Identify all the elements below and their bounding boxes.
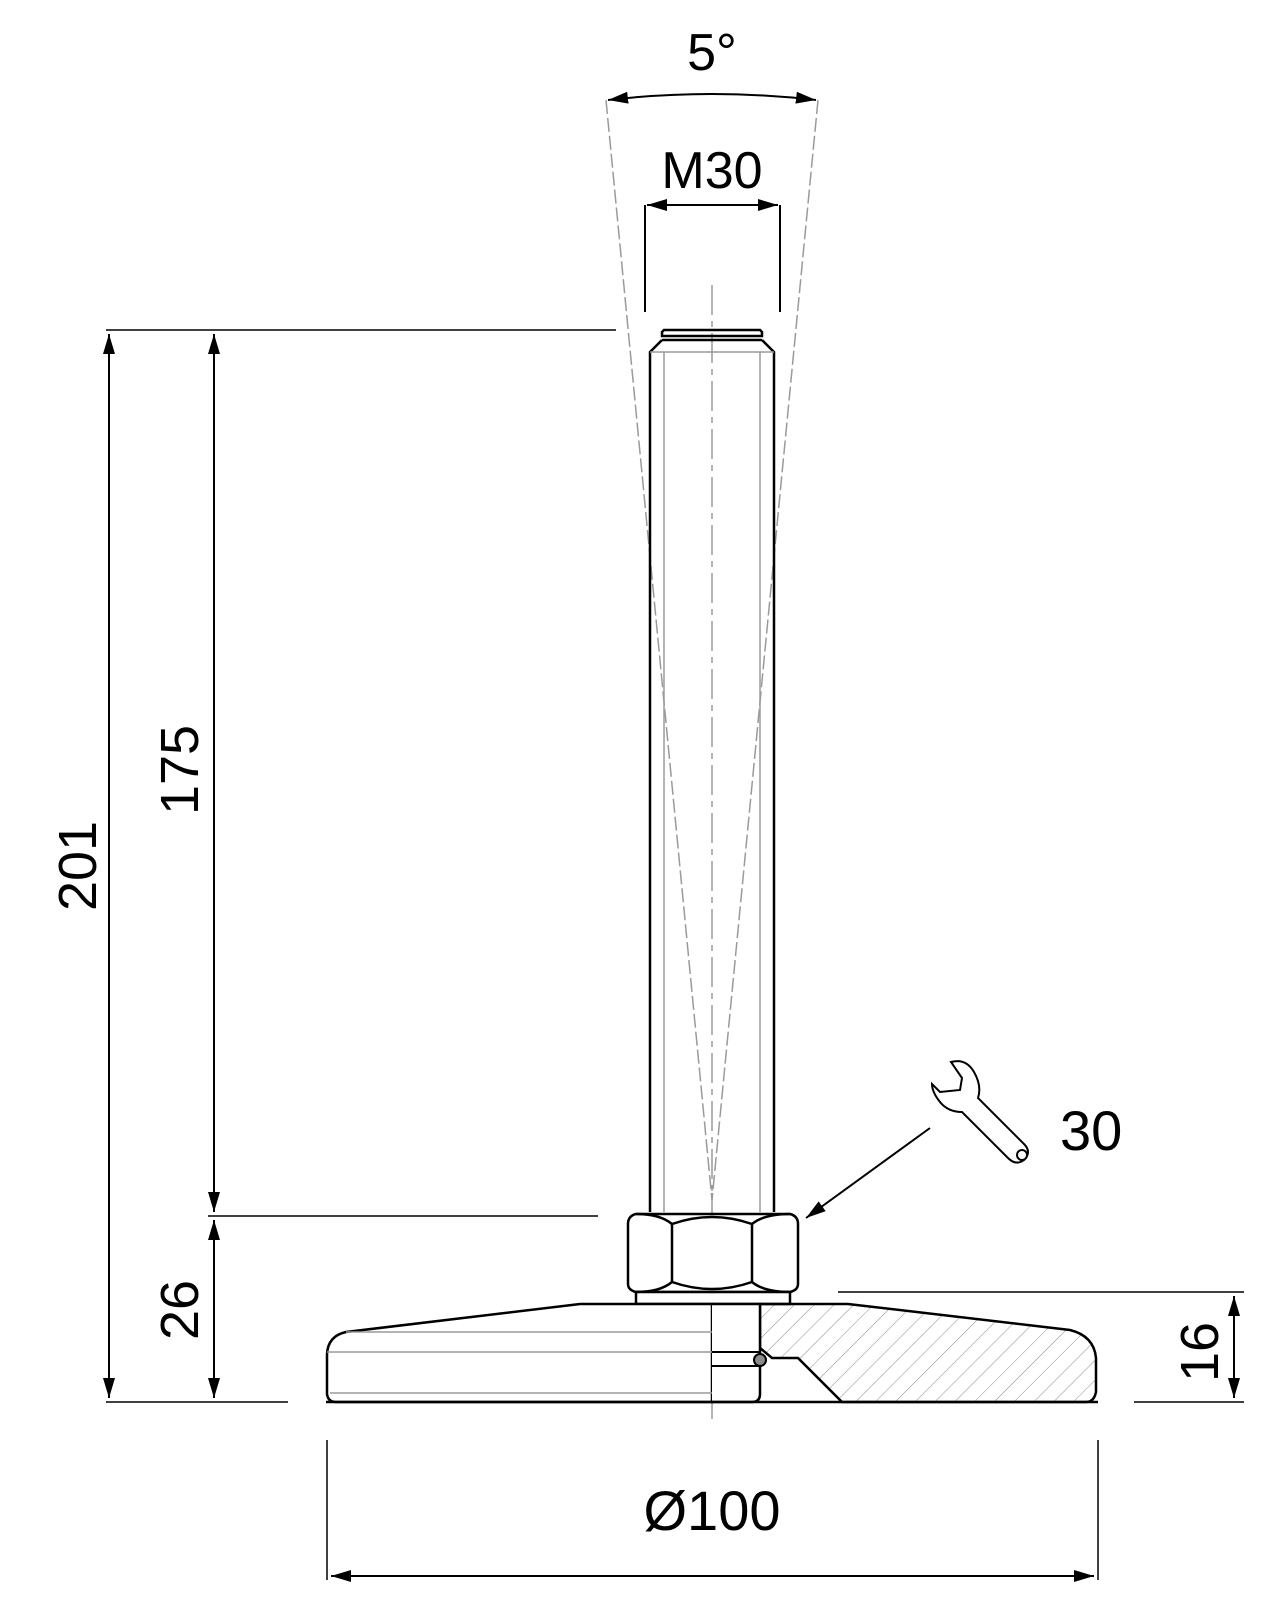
diameter-label: Ø100 <box>644 1479 781 1542</box>
pad-thickness-label: 16 <box>1170 1322 1230 1382</box>
angle-dimension-arc <box>607 91 817 104</box>
base-pad-exterior <box>325 1302 714 1404</box>
threaded-stem <box>648 328 776 1212</box>
angle-label: 5° <box>687 24 737 82</box>
vertical-dimension-lines <box>103 334 1240 1398</box>
total-height-label: 201 <box>48 821 108 911</box>
hex-nut <box>626 1212 800 1306</box>
wrench-size-label: 30 <box>1060 1099 1122 1162</box>
o-ring <box>753 1353 767 1367</box>
extension-lines <box>106 329 1244 1580</box>
wrench-leader <box>805 1127 931 1219</box>
angle-cone-lines <box>605 99 819 1201</box>
wrench-icon <box>930 1060 1029 1164</box>
thread-label: M30 <box>661 142 762 200</box>
base-height-label: 26 <box>150 1280 210 1340</box>
thread-dimension <box>644 199 781 312</box>
base-pad-section <box>712 1302 1098 1404</box>
stem-height-label: 175 <box>150 725 210 815</box>
